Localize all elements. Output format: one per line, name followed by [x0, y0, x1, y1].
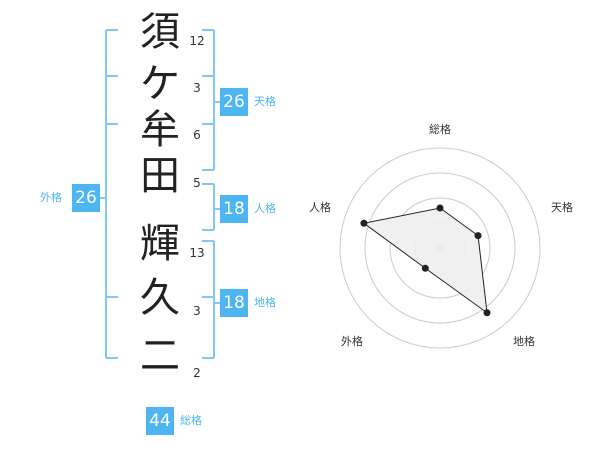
stroke-count-6: 3 [193, 304, 201, 318]
name-char-6: 久 [140, 275, 180, 321]
radar-point-1 [474, 232, 482, 240]
bracket-lines [100, 29, 220, 359]
stroke-count-2: 3 [193, 81, 201, 95]
name-char-1: 須 [140, 9, 180, 55]
name-char-3: 牟 [140, 107, 180, 153]
radar-polygon [362, 207, 488, 314]
radar-label-gaikaku: 外格 [341, 335, 363, 348]
radar-ring [364, 172, 516, 324]
jinkaku-label: 人格 [254, 202, 276, 215]
stroke-count-4: 5 [193, 176, 201, 190]
radar-label-soukaku: 総格 [429, 123, 451, 136]
name-char-7: 二 [140, 333, 180, 379]
radar-point-2 [483, 309, 491, 317]
soukaku-value: 44 [146, 407, 174, 435]
jinkaku-value: 18 [220, 195, 248, 223]
stroke-count-1: 12 [189, 34, 205, 48]
gaikaku-value: 26 [72, 184, 100, 212]
tenkaku-value: 26 [220, 88, 248, 116]
radar-chart [339, 147, 541, 349]
chikaku-label: 地格 [254, 296, 276, 309]
radar-ring [339, 147, 541, 349]
stroke-count-3: 6 [193, 128, 201, 142]
radar-point-4 [360, 219, 368, 227]
radar-label-jinkaku: 人格 [309, 201, 331, 214]
name-char-2: ケ [140, 61, 180, 107]
gaikaku-label: 外格 [40, 191, 62, 204]
radar-point-0 [436, 204, 444, 212]
name-char-5: 輝 [140, 221, 180, 267]
radar-ring [389, 197, 491, 299]
name-char-4: 田 [140, 153, 180, 199]
jinkaku-bracket [202, 183, 215, 231]
tenkaku-bracket [202, 29, 215, 171]
stroke-count-7: 2 [193, 366, 201, 380]
soukaku-label: 総格 [180, 414, 202, 427]
radar-label-tenkaku: 天格 [551, 201, 573, 214]
gaikaku-bracket [105, 29, 118, 359]
radar-label-chikaku: 地格 [513, 335, 535, 348]
tenkaku-label: 天格 [254, 95, 276, 108]
stroke-count-5: 13 [189, 246, 205, 260]
chikaku-value: 18 [220, 289, 248, 317]
radar-point-3 [421, 264, 429, 272]
chikaku-bracket [202, 240, 215, 359]
